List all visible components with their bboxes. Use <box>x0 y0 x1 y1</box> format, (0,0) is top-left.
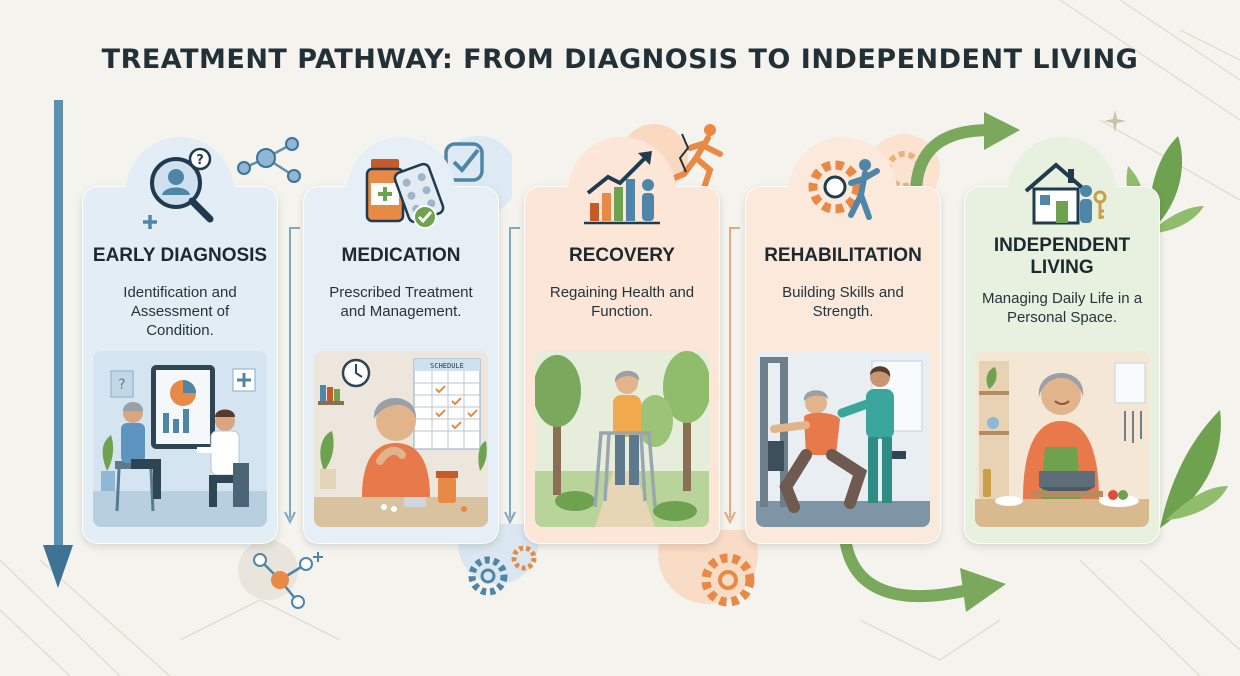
pill-bottle-icon <box>365 159 445 229</box>
stage-card-medication: MEDICATION Prescribed Treatment and Mana… <box>303 137 499 544</box>
magnifier-person-icon: ? <box>143 147 214 229</box>
house-key-icon <box>1024 162 1107 225</box>
gear-person-icon <box>808 159 880 220</box>
flow-connector <box>724 227 740 525</box>
page-title: TREATMENT PATHWAY: FROM DIAGNOSIS TO IND… <box>101 44 1139 75</box>
stage-card-independent-living: INDEPENDENT LIVING Managing Daily Life i… <box>964 137 1160 544</box>
flow-connector <box>284 227 300 525</box>
curved-arrow-up <box>910 112 1020 198</box>
svg-text:?: ? <box>118 377 125 393</box>
svg-text:?: ? <box>196 153 204 168</box>
stage-description: Regaining Health and Function. <box>549 284 695 320</box>
stage-heading: RECOVERY <box>569 245 675 266</box>
molecule-icon <box>238 540 323 609</box>
flow-connector <box>504 227 520 525</box>
physical-therapy-illustration <box>756 351 930 527</box>
sparkle-icon <box>1104 110 1126 132</box>
curved-arrow-down <box>840 540 1006 612</box>
stage-heading: INDEPENDENT LIVING <box>993 235 1131 278</box>
stage-heading: MEDICATION <box>341 245 461 266</box>
stage-heading: REHABILITATION <box>764 245 922 266</box>
doctor-consultation-illustration: ? <box>93 351 267 527</box>
schedule-label: SCHEDULE <box>430 362 464 370</box>
stage-description: Identification and Assessment of Conditi… <box>123 284 237 339</box>
stage-card-rehabilitation: REHABILITATION Building Skills and Stren… <box>745 137 941 544</box>
molecule-icon <box>237 137 301 183</box>
walker-recovery-illustration <box>535 351 709 527</box>
home-cooking-illustration <box>975 351 1149 527</box>
stage-description: Managing Daily Life in a Personal Space. <box>981 290 1143 326</box>
growth-chart-icon <box>584 151 660 225</box>
vertical-flow-arrow <box>43 100 73 588</box>
stage-description: Prescribed Treatment and Management. <box>329 284 473 320</box>
stage-card-recovery: RECOVERY Regaining Health and Function. <box>524 137 720 544</box>
gear-icon <box>658 530 758 607</box>
stage-heading: EARLY DIAGNOSIS <box>92 245 268 266</box>
stage-description: Building Skills and Strength. <box>782 284 904 320</box>
medication-schedule-illustration: SCHEDULE <box>314 351 488 527</box>
stage-card-early-diagnosis: ? EARLY DIAGNOSIS Identification and Ass… <box>82 137 278 544</box>
leaf-icon <box>1160 410 1228 528</box>
